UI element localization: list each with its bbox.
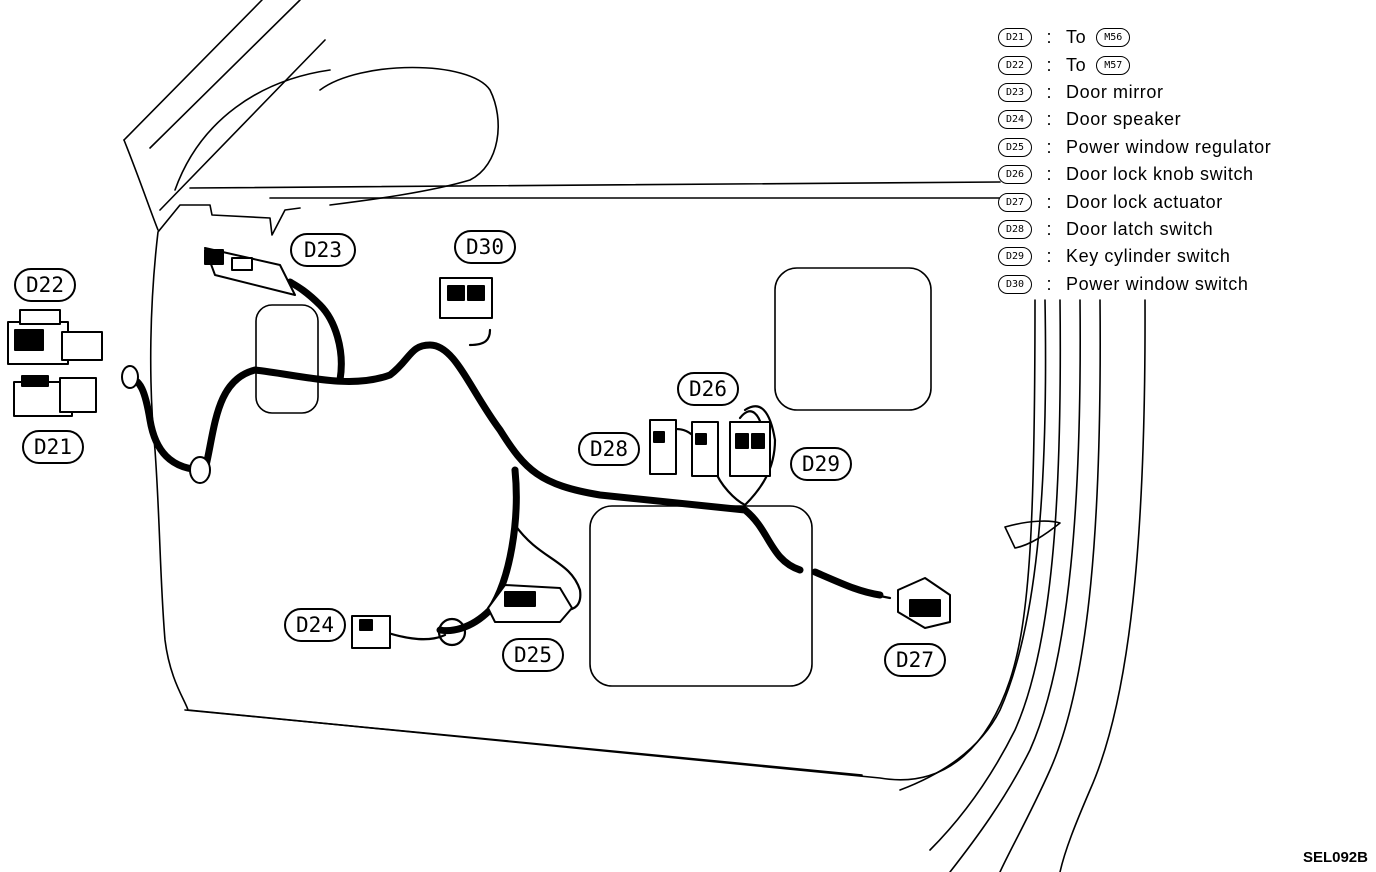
legend-text: Door lock actuator <box>1066 191 1223 212</box>
legend-separator: : <box>1046 246 1052 267</box>
connector-d21-shape <box>13 375 97 417</box>
legend-code: D30 <box>998 274 1032 294</box>
legend-separator: : <box>1046 54 1052 75</box>
wire-d30 <box>468 328 492 347</box>
legend-separator: : <box>1046 136 1052 157</box>
wire-loop <box>437 617 467 647</box>
legend-code: D22 <box>998 55 1032 75</box>
legend-text: To <box>1066 54 1087 75</box>
grommet-lower <box>189 456 211 484</box>
window-frame-b <box>123 139 159 231</box>
legend-text: Door mirror <box>1066 81 1164 102</box>
callout-d21: D21 <box>22 430 84 464</box>
legend-row: D28 : Door latch switch <box>998 216 1338 243</box>
door-edge-3 <box>949 299 1081 872</box>
door-edge-4 <box>999 299 1101 872</box>
legend-code: D24 <box>998 110 1032 130</box>
callout-d29: D29 <box>790 447 852 481</box>
legend-code: D23 <box>998 82 1032 102</box>
legend-row: D24 : Door speaker <box>998 106 1338 133</box>
callout-d22: D22 <box>14 268 76 302</box>
legend-text: Door speaker <box>1066 109 1182 130</box>
legend-code: D25 <box>998 137 1032 157</box>
legend-separator: : <box>1046 218 1052 239</box>
door-bottom-line <box>184 709 863 776</box>
harness-d23 <box>286 278 345 384</box>
legend-row: D27 : Door lock actuator <box>998 188 1338 215</box>
legend-text: Power window switch <box>1066 273 1249 294</box>
legend-text: Door lock knob switch <box>1066 164 1254 185</box>
legend-separator: : <box>1046 191 1052 212</box>
connector-d29-shape <box>729 421 771 477</box>
mirror-outline <box>319 66 499 206</box>
callout-d27: D27 <box>884 643 946 677</box>
window-frame-inner <box>149 0 301 149</box>
legend-text: Power window regulator <box>1066 136 1272 157</box>
door-edge-1 <box>899 299 1047 791</box>
window-frame-c <box>174 69 331 191</box>
callout-d26: D26 <box>677 372 739 406</box>
wire-d24 <box>383 630 447 641</box>
connector-d28-shape <box>649 419 677 475</box>
legend-separator: : <box>1046 27 1052 48</box>
harness-left <box>126 374 209 474</box>
door-edge-5 <box>1059 299 1146 872</box>
door-edge-2 <box>929 299 1062 851</box>
wire-d29-a <box>743 405 777 507</box>
callout-d25: D25 <box>502 638 564 672</box>
callout-d28: D28 <box>578 432 640 466</box>
legend-separator: : <box>1046 273 1052 294</box>
legend-code: D26 <box>998 165 1032 185</box>
connector-d26-shape <box>691 421 719 477</box>
legend-code: D29 <box>998 247 1032 267</box>
legend-target: M57 <box>1096 55 1131 75</box>
window-frame-a <box>159 39 326 211</box>
handle-cutout <box>1004 520 1061 549</box>
upper-right-opening <box>774 267 932 411</box>
legend-target: M56 <box>1096 28 1131 48</box>
legend-text: To <box>1066 27 1087 48</box>
legend-row: D23 : Door mirror <box>998 79 1338 106</box>
legend-text: Door latch switch <box>1066 218 1214 239</box>
legend-row: D25 : Power window regulator <box>998 134 1338 161</box>
harness-main <box>201 341 804 574</box>
legend-separator: : <box>1046 164 1052 185</box>
legend-row: D26 : Door lock knob switch <box>998 161 1338 188</box>
callout-d30: D30 <box>454 230 516 264</box>
connector-d27-shape <box>897 577 951 629</box>
callout-d23: D23 <box>290 233 356 267</box>
legend-row: D22 : To M57 <box>998 51 1338 78</box>
legend-separator: : <box>1046 109 1052 130</box>
lower-center-opening <box>589 505 813 687</box>
wire-d25 <box>513 523 582 612</box>
connector-d24-shape <box>351 615 391 649</box>
legend-text: Key cylinder switch <box>1066 246 1231 267</box>
legend-separator: : <box>1046 81 1052 102</box>
connector-d30-shape <box>439 277 493 319</box>
legend-code: D27 <box>998 192 1032 212</box>
wire-d27 <box>858 590 892 600</box>
window-frame-outer <box>123 0 263 141</box>
connector-legend: D21 : To M56 D22 : To M57 D23 : Door mir… <box>998 24 1338 298</box>
grommet-left <box>121 365 139 389</box>
legend-row: D21 : To M56 <box>998 24 1338 51</box>
callout-d24: D24 <box>284 608 346 642</box>
legend-code: D28 <box>998 219 1032 239</box>
legend-row: D30 : Power window switch <box>998 271 1338 298</box>
figure-id: SEL092B <box>1302 849 1368 866</box>
connector-d25-shape <box>487 584 573 623</box>
harness-d27 <box>811 568 884 599</box>
legend-row: D29 : Key cylinder switch <box>998 243 1338 270</box>
belt-line-1 <box>189 181 1001 189</box>
legend-code: D21 <box>998 28 1032 48</box>
upper-left-opening <box>255 304 319 414</box>
connector-d22-shape <box>7 309 103 365</box>
connector-d23-shape <box>204 247 296 296</box>
